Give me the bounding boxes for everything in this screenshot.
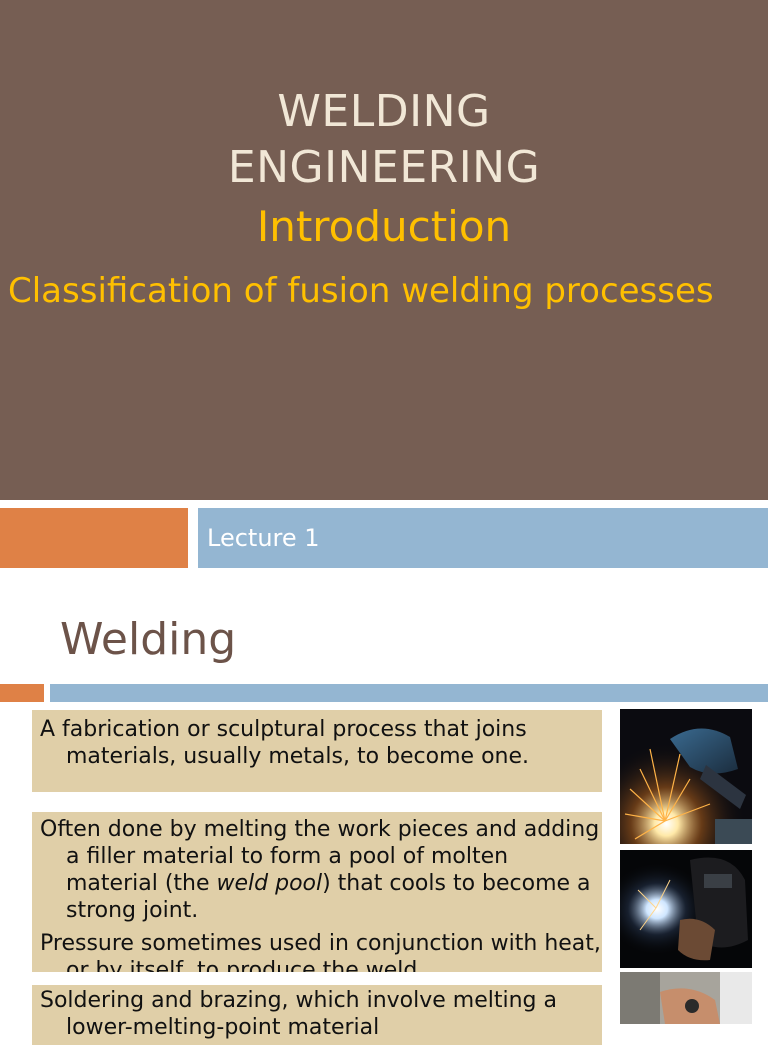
process-text-start: Often done by melting the work pieces an… <box>40 817 600 896</box>
soldering-text: Soldering and brazing, which involve mel… <box>40 988 557 1040</box>
accent-bar-blue <box>198 508 768 568</box>
welder-hands-photo <box>620 972 752 1024</box>
accent-bar-orange <box>0 508 188 568</box>
topic-line: Classification of fusion welding process… <box>8 271 714 311</box>
definition-text: A fabrication or sculptural process that… <box>40 717 529 769</box>
welding-sparks-photo <box>620 709 752 844</box>
title-line-2: ENGINEERING <box>227 142 541 193</box>
divider-bar-blue <box>50 684 768 702</box>
process-box: Often done by melting the work pieces an… <box>32 812 602 972</box>
title-line-1: WELDING <box>277 86 491 137</box>
process-text-end: ) that cools to become a strong joint. <box>66 871 591 923</box>
welder-mask-photo <box>620 850 752 968</box>
pressure-paragraph: Pressure sometimes used in conjunction w… <box>40 931 601 972</box>
process-paragraph: Often done by melting the work pieces an… <box>32 812 602 924</box>
weld-pool-term: weld pool <box>216 871 323 896</box>
divider-bar-orange <box>0 684 44 702</box>
soldering-box: Soldering and brazing, which involve mel… <box>32 985 602 1045</box>
subtitle: Introduction <box>256 202 512 251</box>
slide-title: Welding <box>60 614 237 665</box>
definition-box: A fabrication or sculptural process that… <box>32 710 602 792</box>
lecture-label: Lecture 1 <box>207 524 320 552</box>
title-slide: WELDING ENGINEERING Introduction Classif… <box>0 0 768 500</box>
